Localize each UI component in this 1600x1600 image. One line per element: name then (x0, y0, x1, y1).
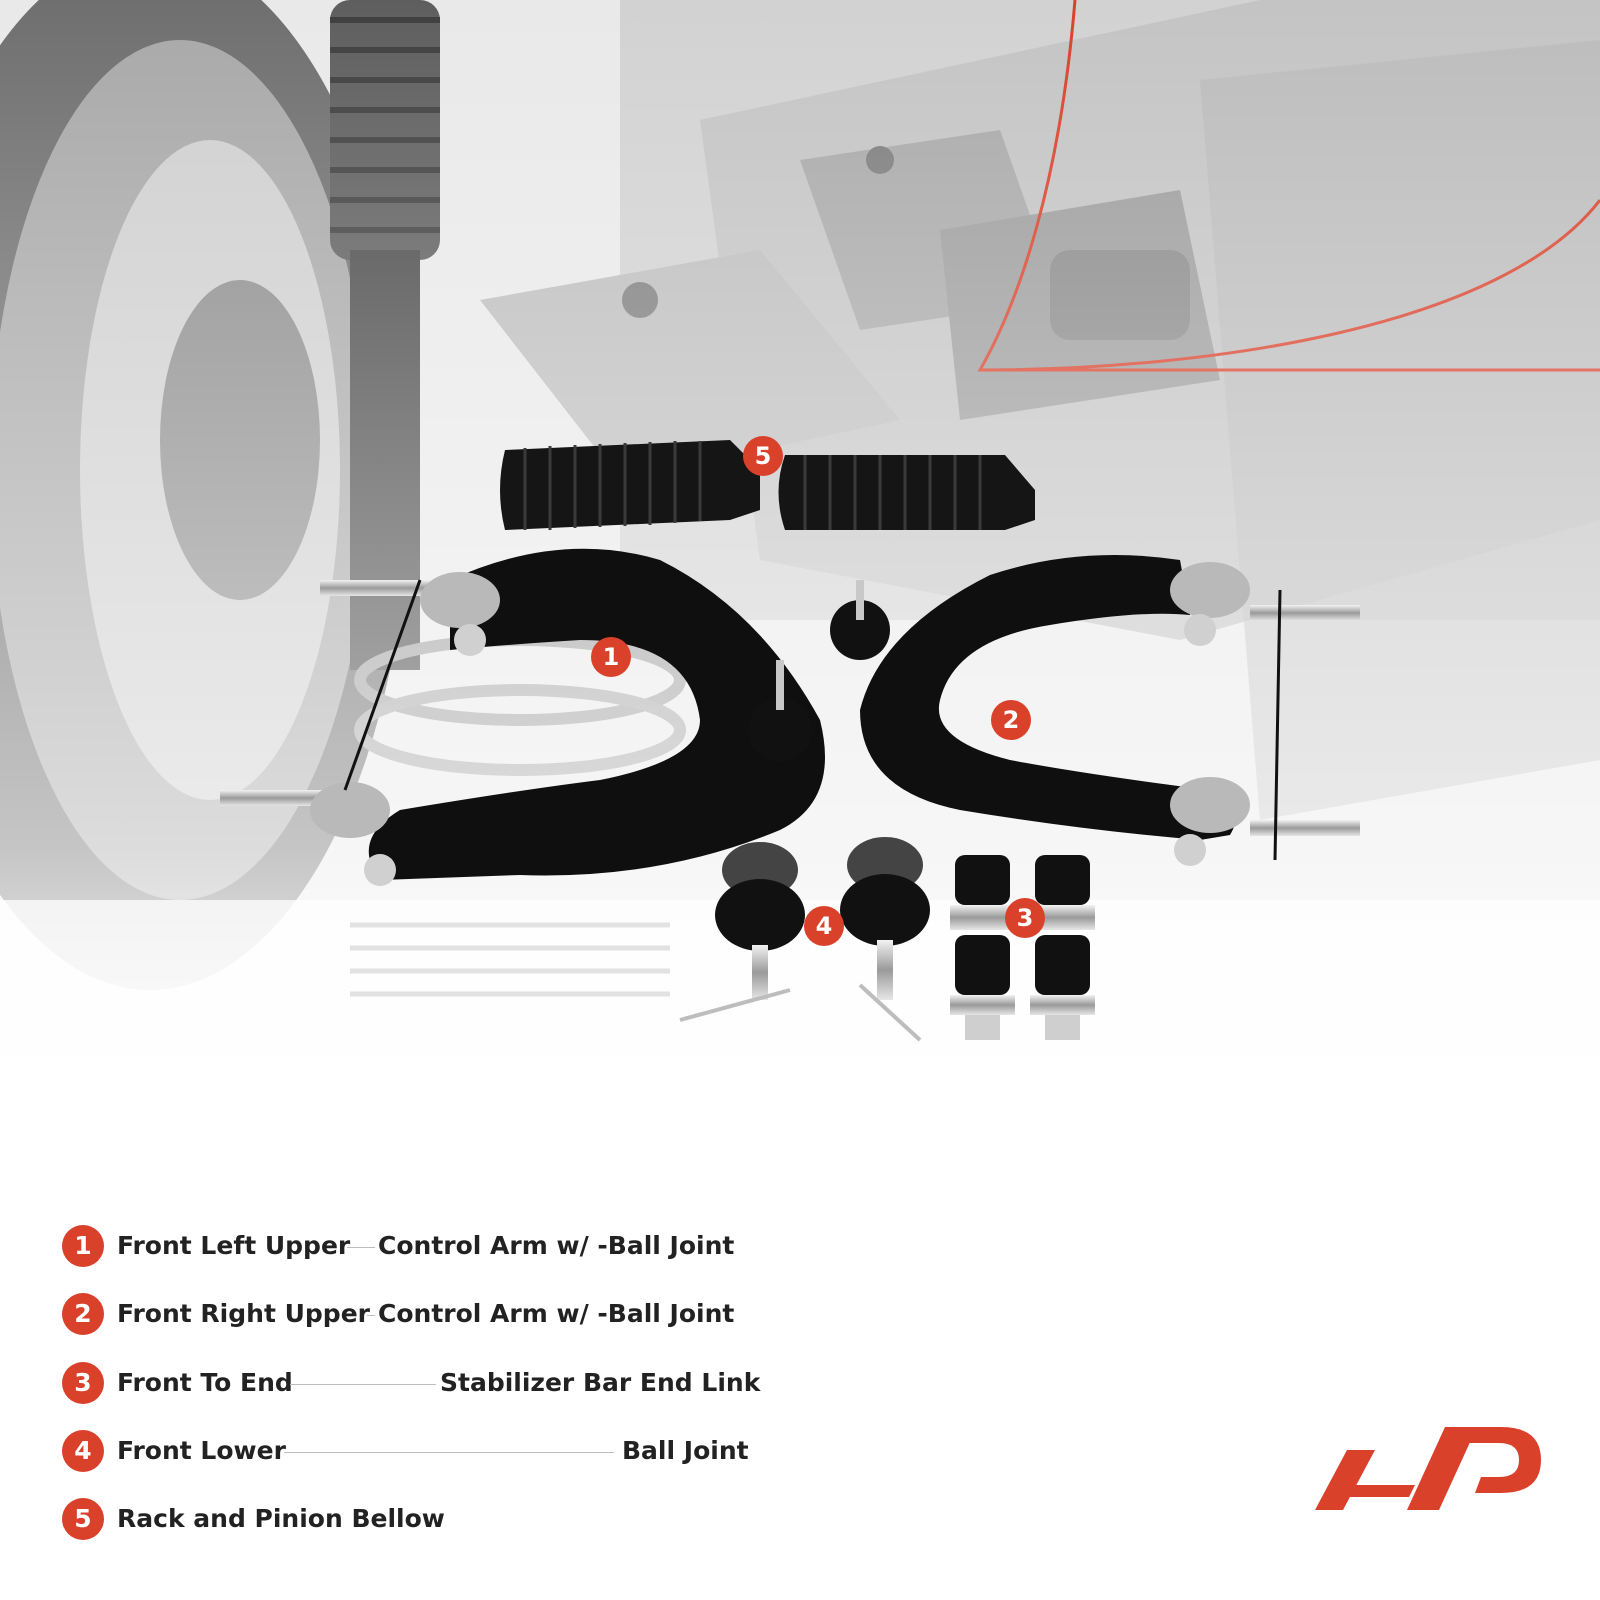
stabilizer-link-right (1030, 855, 1095, 1040)
legend-badge-1: 1 (62, 1225, 104, 1267)
callout-badge-1: 1 (591, 637, 631, 677)
legend-row-5: 5 Rack and Pinion Bellow (62, 1498, 762, 1542)
left-control-arm (220, 548, 825, 886)
callout-badge-4: 4 (804, 906, 844, 946)
legend-part-right-1: Control Arm w/ -Ball Joint (378, 1231, 735, 1260)
legend-part-left-1: Front Left Upper (117, 1231, 351, 1260)
ball-joint-left (679, 842, 805, 1022)
legend-row-2: 2 Front Right Upper Control Arm w/ -Ball… (62, 1293, 762, 1337)
legend-part-right-4: Ball Joint (622, 1436, 749, 1465)
callout-badge-2: 2 (991, 700, 1031, 740)
a-premium-logo-icon (1305, 1415, 1545, 1515)
rack-bellow-left (500, 440, 760, 530)
legend-leader-line (290, 1384, 436, 1385)
legend-badge-3: 3 (62, 1362, 104, 1404)
zip-ties (350, 922, 670, 997)
legend-leader-line (367, 1315, 375, 1316)
legend-badge-4: 4 (62, 1430, 104, 1472)
suspension-background-illustration (0, 0, 1600, 1130)
legend-part-left-4: Front Lower (117, 1436, 286, 1465)
legend-leader-line (347, 1247, 375, 1248)
legend-leader-line (284, 1452, 614, 1453)
legend-part-right-2: Control Arm w/ -Ball Joint (378, 1299, 735, 1328)
legend-part-left-2: Front Right Upper (117, 1299, 370, 1328)
rack-bellow-right (778, 455, 1035, 530)
stabilizer-link-left (950, 855, 1015, 1040)
callout-badge-3: 3 (1005, 898, 1045, 938)
product-photo: 5 1 2 4 3 (0, 0, 1600, 1130)
legend-part-left-3: Front To End (117, 1368, 293, 1397)
legend-row-4: 4 Front Lower Ball Joint (62, 1430, 762, 1474)
right-control-arm (830, 555, 1360, 866)
legend-row-3: 3 Front To End Stabilizer Bar End Link (62, 1362, 762, 1406)
legend-badge-5: 5 (62, 1498, 104, 1540)
legend-badge-2: 2 (62, 1293, 104, 1335)
legend-row-1: 1 Front Left Upper Control Arm w/ -Ball … (62, 1225, 762, 1269)
legend-part-left-5: Rack and Pinion Bellow (117, 1504, 445, 1533)
legend-part-right-3: Stabilizer Bar End Link (440, 1368, 761, 1397)
callout-badge-5: 5 (743, 436, 783, 476)
ball-joint-right (840, 837, 930, 1042)
